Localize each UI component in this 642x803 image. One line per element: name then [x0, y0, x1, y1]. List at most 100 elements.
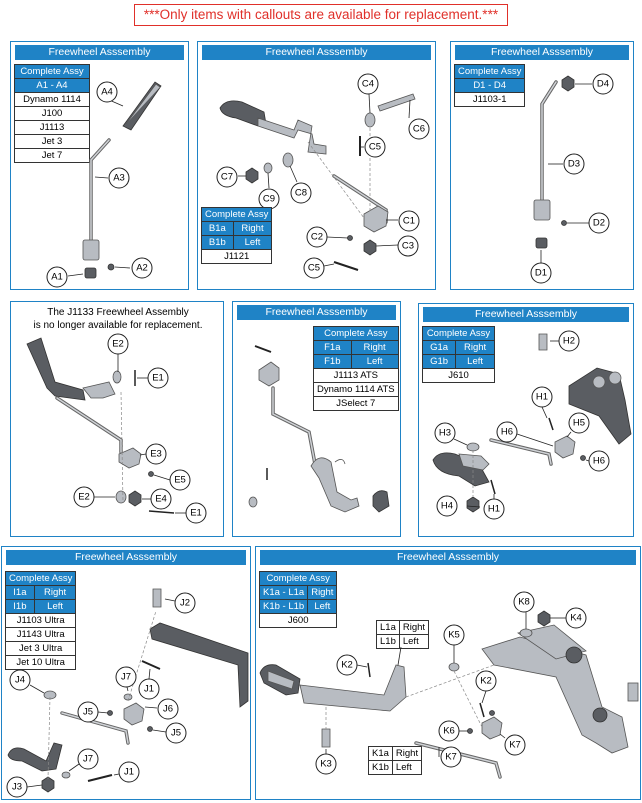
part-code: F1b [313, 354, 352, 369]
callout-k6: K6 [438, 720, 460, 742]
panel-b-freewheel: Freewheel Asssembly [197, 41, 436, 290]
svg-text:E2: E2 [78, 492, 90, 503]
model-cell: J1121 [200, 249, 273, 264]
svg-text:E4: E4 [155, 494, 167, 505]
pin-part [548, 417, 554, 431]
svg-text:C5: C5 [308, 263, 320, 274]
set-screw-part [467, 728, 473, 734]
panel-e-j1133: The J1133 Freewheel Assembly is no longe… [10, 301, 224, 537]
model-cell: JSelect 7 [313, 396, 399, 411]
svg-text:D4: D4 [597, 79, 609, 90]
callout-e2-lower: E2 [73, 486, 95, 508]
assy-range: A1 - A4 [14, 78, 90, 93]
pin-part [141, 660, 161, 670]
svg-text:C2: C2 [311, 232, 323, 243]
callout-j2: J2 [174, 592, 196, 614]
model-cell: Jet 10 Ultra [4, 655, 77, 670]
part-code: K1a - L1a [258, 585, 309, 600]
availability-banner: ***Only items with callouts are availabl… [134, 4, 508, 26]
pin-part [254, 345, 272, 353]
panel-g-drawing: H2 H1 H5 H3 H6 H6 H4 H1 [432, 330, 632, 520]
callout-j7: J7 [115, 666, 137, 688]
svg-text:A4: A4 [101, 87, 113, 98]
svg-text:H2: H2 [563, 336, 575, 347]
callout-j5-right: J5 [165, 722, 187, 744]
washer-part [61, 771, 71, 779]
set-screw-part [148, 471, 154, 477]
panel-f-title: Freewheel Asssembly [237, 305, 396, 320]
svg-text:C1: C1 [403, 216, 415, 227]
svg-text:E5: E5 [174, 475, 186, 486]
pin-part [479, 702, 485, 718]
collar-part [123, 702, 145, 726]
washer-part [466, 442, 480, 452]
washer-part [448, 662, 460, 672]
callout-j5: J5 [77, 701, 99, 723]
callout-h6-right: H6 [588, 450, 610, 472]
callout-k3: K3 [315, 753, 337, 775]
no-longer-available-note: The J1133 Freewheel Assembly is no longe… [33, 307, 203, 331]
svg-text:J4: J4 [15, 675, 25, 686]
washer-part [364, 112, 376, 128]
svg-text:H5: H5 [573, 418, 585, 429]
svg-text:A3: A3 [113, 173, 125, 184]
model-cell: J610 [422, 368, 495, 383]
svg-text:J1: J1 [124, 767, 134, 778]
callout-a4: A4 [96, 81, 118, 103]
panel-k-drawing: K8 K4 K5 K2 K2 K6 K7 K7 K3 [259, 591, 639, 779]
callout-h5: H5 [568, 412, 590, 434]
nut-part [537, 610, 551, 627]
handle-part [432, 452, 490, 487]
arm-bracket [82, 381, 116, 399]
callout-c2: C2 [306, 226, 328, 248]
panel-a-title: Freewheel Asssembly [15, 45, 184, 60]
model-cell: J600 [258, 613, 338, 628]
set-screw-part [347, 235, 353, 241]
nut-part [245, 167, 259, 184]
svg-text:H1: H1 [536, 392, 548, 403]
part-code: B1a [201, 221, 234, 236]
callout-c6: C6 [408, 118, 430, 140]
nut-part [41, 776, 55, 793]
callout-h1-lower: H1 [483, 498, 505, 520]
svg-text:K8: K8 [518, 597, 530, 608]
svg-text:A2: A2 [136, 263, 148, 274]
svg-text:E2: E2 [112, 339, 124, 350]
nut-part [363, 239, 377, 256]
pin-part [148, 510, 175, 514]
pin-part [490, 479, 496, 495]
freewheel-rod [55, 396, 123, 454]
complete-assy-header: Complete Assy [4, 571, 77, 586]
mount-bracket [568, 367, 632, 445]
handle-part [372, 490, 390, 513]
svg-text:K5: K5 [448, 630, 460, 641]
bolt-part [152, 588, 162, 608]
svg-text:K4: K4 [570, 613, 582, 624]
svg-text:A1: A1 [51, 272, 63, 283]
bushing-part [592, 375, 606, 389]
arm-bracket [458, 453, 490, 471]
washer-part [112, 370, 122, 384]
washer-part [115, 490, 127, 504]
arm-bracket [310, 457, 360, 513]
callout-e1-lower: E1 [185, 502, 207, 524]
callout-a3: A3 [108, 167, 130, 189]
svg-text:K6: K6 [443, 726, 455, 737]
svg-text:C4: C4 [362, 79, 374, 90]
svg-text:H4: H4 [441, 501, 453, 512]
knob-part [561, 75, 575, 92]
svg-text:D3: D3 [568, 159, 580, 170]
svg-text:J1: J1 [144, 684, 154, 695]
complete-assy-header: Complete Assy [453, 64, 526, 79]
set-screw-part [107, 710, 113, 716]
panel-a-freewheel: Freewheel Asssembly Complete Assy A1 - A… [10, 41, 189, 290]
freewheel-rod [271, 386, 317, 466]
svg-text:K2: K2 [480, 676, 492, 687]
callout-c5-lower: C5 [303, 257, 325, 279]
panel-b-title: Freewheel Asssembly [202, 45, 431, 60]
